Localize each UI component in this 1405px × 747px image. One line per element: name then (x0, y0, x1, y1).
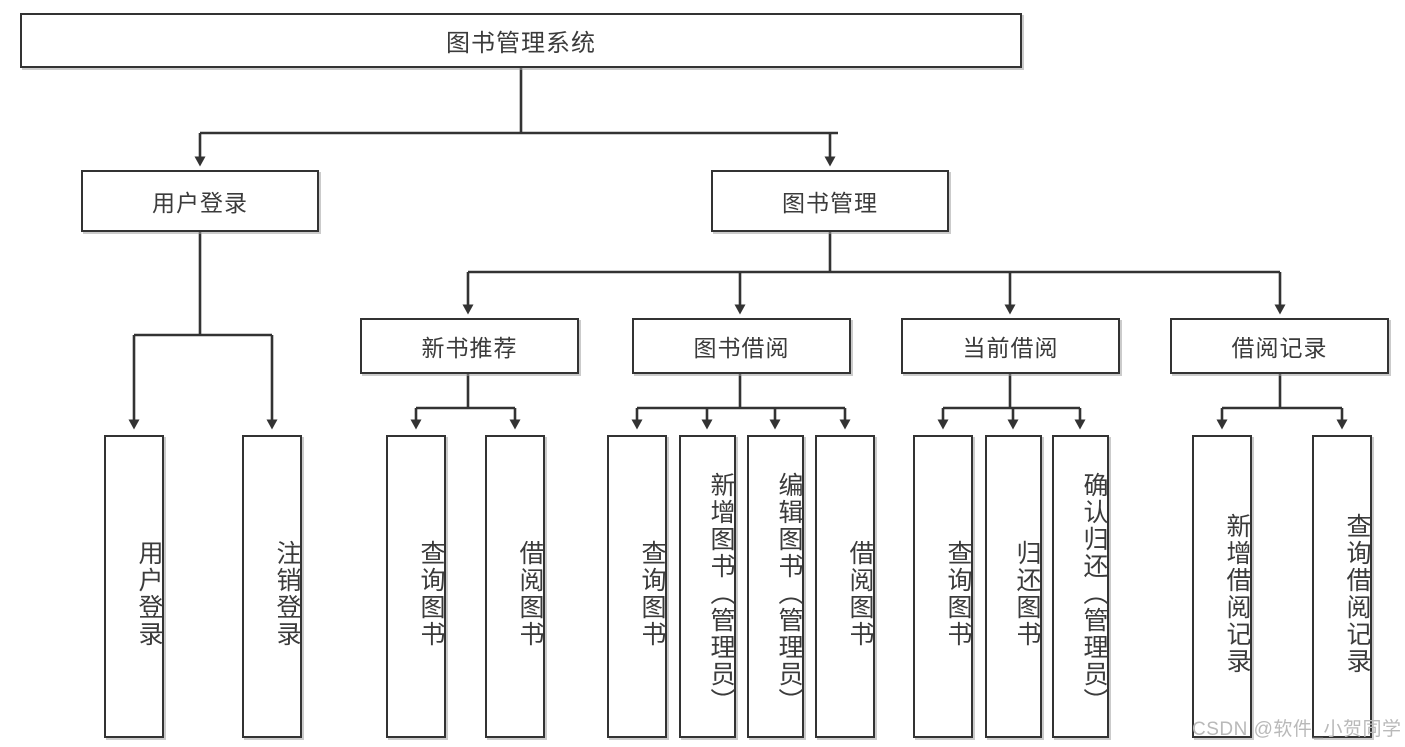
node-label: 图书借阅 (693, 335, 790, 361)
node-user-login[interactable]: 用户登录 (81, 170, 319, 232)
node-book-borrow[interactable]: 图书借阅 (632, 318, 851, 374)
node-label: 图书管理系统 (446, 30, 596, 57)
leaf-borrow-book[interactable]: 借阅图书 (815, 435, 875, 738)
leaf-query-book-borrow[interactable]: 查询图书 (607, 435, 667, 738)
node-label: 借阅图书 (516, 539, 544, 648)
node-label: 当前借阅 (962, 335, 1059, 361)
node-label: 借阅记录 (1231, 335, 1328, 361)
node-borrow-record[interactable]: 借阅记录 (1170, 318, 1389, 374)
node-new-book-recommend[interactable]: 新书推荐 (360, 318, 579, 374)
node-book-management[interactable]: 图书管理 (711, 170, 949, 232)
leaf-add-borrow-record[interactable]: 新增借阅记录 (1192, 435, 1252, 738)
leaf-borrow-book-recommend[interactable]: 借阅图书 (485, 435, 545, 738)
node-label: 查询图书 (638, 539, 666, 648)
node-label: 查询图书 (944, 539, 972, 648)
node-label: 查询借阅记录 (1343, 512, 1371, 675)
leaf-add-book-admin[interactable]: 新增图书（管理员） (679, 435, 736, 738)
node-label: 用户登录 (152, 190, 248, 216)
leaf-edit-book-admin[interactable]: 编辑图书（管理员） (747, 435, 804, 738)
leaf-confirm-return-admin[interactable]: 确认归还（管理员） (1052, 435, 1109, 738)
node-label: 编辑图书（管理员） (775, 472, 803, 715)
node-label: 确认归还（管理员） (1080, 472, 1108, 715)
leaf-query-book-current[interactable]: 查询图书 (913, 435, 973, 738)
leaf-query-book-recommend[interactable]: 查询图书 (386, 435, 446, 738)
node-label: 借阅图书 (846, 539, 874, 648)
node-label: 新书推荐 (421, 335, 518, 361)
leaf-query-borrow-record[interactable]: 查询借阅记录 (1312, 435, 1372, 738)
node-label: 查询图书 (417, 539, 445, 648)
node-label: 新增图书（管理员） (707, 472, 735, 715)
node-root-system[interactable]: 图书管理系统 (20, 13, 1022, 68)
node-current-borrow[interactable]: 当前借阅 (901, 318, 1120, 374)
leaf-user-login[interactable]: 用户登录 (104, 435, 164, 738)
node-label: 注销登录 (273, 539, 301, 648)
node-label: 新增借阅记录 (1223, 512, 1251, 675)
node-label: 用户登录 (135, 539, 163, 648)
node-label: 归还图书 (1013, 539, 1041, 648)
leaf-logout[interactable]: 注销登录 (242, 435, 302, 738)
node-label: 图书管理 (782, 190, 878, 216)
leaf-return-book[interactable]: 归还图书 (985, 435, 1042, 738)
